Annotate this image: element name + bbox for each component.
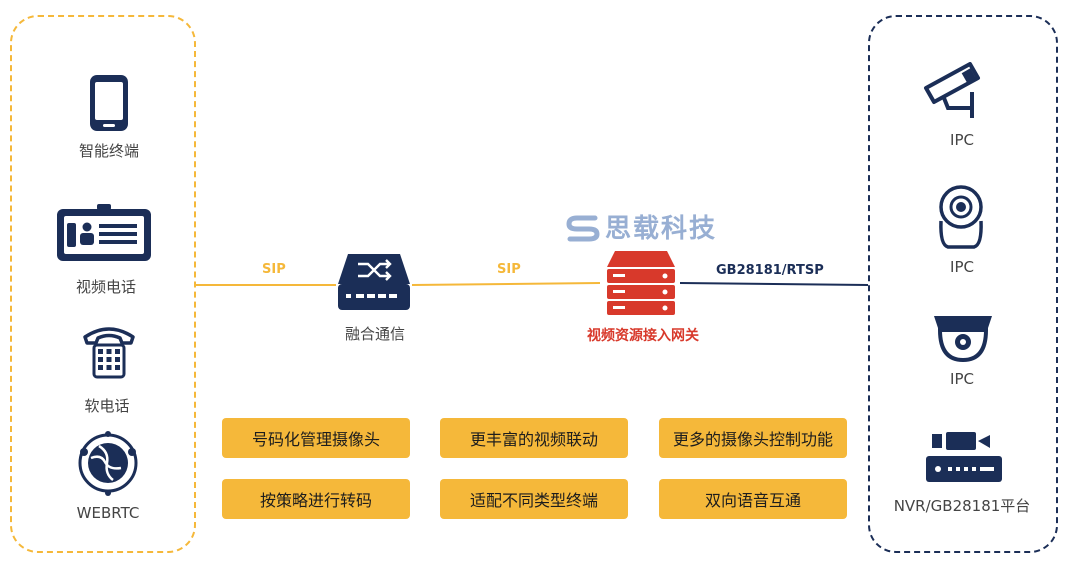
sip-label-middle: SIP xyxy=(497,262,521,277)
telephone-icon xyxy=(82,323,136,383)
gb28181-label: GB28181/RTSP xyxy=(716,263,824,278)
brand-name: 思载科技 xyxy=(605,214,718,244)
video-phone-icon xyxy=(56,204,152,266)
sip-label-left: SIP xyxy=(262,262,286,277)
bullet-camera-icon xyxy=(922,62,992,124)
camera-label-3: IPC xyxy=(950,370,974,388)
feature-two-way-voice: 双向语音互通 xyxy=(659,479,847,519)
dome-ptz-camera-icon xyxy=(936,185,986,253)
gateway-server-icon xyxy=(605,249,677,323)
switch-label: 融合通信 xyxy=(344,325,405,343)
gateway-label: 视频资源接入网关 xyxy=(587,328,699,344)
globe-network-icon xyxy=(75,430,141,500)
camera-label-1: IPC xyxy=(950,131,974,149)
camera-group-panel xyxy=(868,15,1058,553)
camera-label-2: IPC xyxy=(950,258,974,276)
switch-icon xyxy=(336,252,412,316)
feature-policy-transcoding: 按策略进行转码 xyxy=(222,479,410,519)
smartphone-icon xyxy=(88,73,130,137)
dome-camera-icon xyxy=(930,314,996,366)
nvr-recorder-icon xyxy=(924,432,1004,488)
terminal-label-smart: 智能终端 xyxy=(78,142,139,160)
terminal-label-video-phone: 视频电话 xyxy=(75,278,136,296)
feature-more-camera-control: 更多的摄像头控制功能 xyxy=(659,418,847,458)
brand-s-icon xyxy=(566,215,600,241)
feature-adapt-terminals: 适配不同类型终端 xyxy=(440,479,628,519)
gb28181-link xyxy=(679,282,869,286)
feature-number-managed-camera: 号码化管理摄像头 xyxy=(222,418,410,458)
feature-richer-video-linkage: 更丰富的视频联动 xyxy=(440,418,628,458)
terminal-label-webrtc: WEBRTC xyxy=(76,504,140,522)
sip-link-middle xyxy=(411,282,601,286)
terminal-group-panel xyxy=(10,15,196,553)
brand-logo: 思载科技 xyxy=(565,208,717,245)
terminal-label-softphone: 软电话 xyxy=(84,397,130,415)
camera-label-nvr: NVR/GB28181平台 xyxy=(893,497,1031,515)
